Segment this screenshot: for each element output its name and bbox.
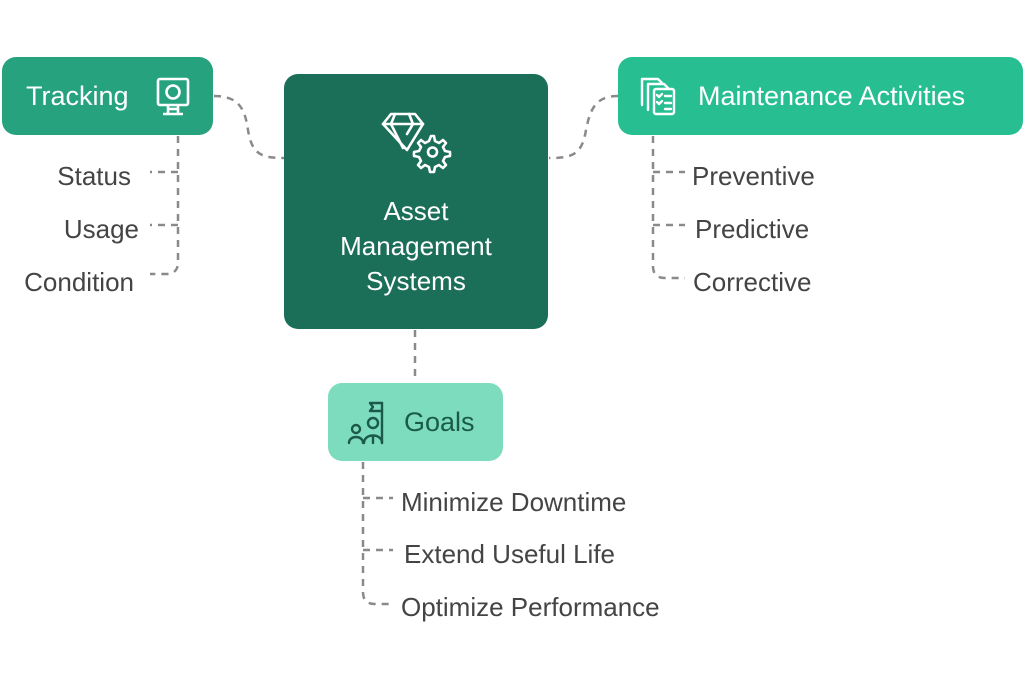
goals-item-optimize-performance: Optimize Performance xyxy=(401,592,660,622)
maintenance-item-preventive: Preventive xyxy=(692,161,815,191)
maintenance-title: Maintenance Activities xyxy=(698,80,966,111)
goals-title: Goals xyxy=(404,406,475,437)
connector-maintenance-branch xyxy=(651,136,685,280)
center-title: Asset Management Systems xyxy=(340,194,492,299)
checklist-documents-icon xyxy=(638,75,678,117)
connector-goals-branch xyxy=(361,462,393,606)
monitor-icon xyxy=(156,77,190,117)
goals-item-minimize-downtime: Minimize Downtime xyxy=(401,487,627,517)
goals-item-extend-useful-life: Extend Useful Life xyxy=(404,539,616,569)
center-title-line-2: Management xyxy=(340,231,492,261)
tracking-title: Tracking xyxy=(26,80,129,111)
tracking-item-condition: Condition xyxy=(24,267,134,297)
tracking-node[interactable]: Tracking xyxy=(2,57,213,135)
connector-tracking-center xyxy=(213,94,285,160)
center-node[interactable]: Asset Management Systems xyxy=(284,74,548,329)
tracking-item-usage: Usage xyxy=(63,214,139,244)
connector-maintenance-center xyxy=(548,94,619,160)
maintenance-item-predictive: Predictive xyxy=(695,214,810,244)
maintenance-node[interactable]: Maintenance Activities xyxy=(618,57,1023,135)
center-title-line-1: Asset xyxy=(383,196,449,226)
gem-gear-icon xyxy=(379,110,453,176)
maintenance-item-corrective: Corrective xyxy=(693,267,812,297)
tracking-item-status: Status xyxy=(57,161,131,191)
connector-tracking-branch xyxy=(150,136,180,276)
team-flag-icon xyxy=(346,399,390,445)
goals-node[interactable]: Goals xyxy=(328,383,503,461)
center-title-line-3: Systems xyxy=(366,266,466,296)
